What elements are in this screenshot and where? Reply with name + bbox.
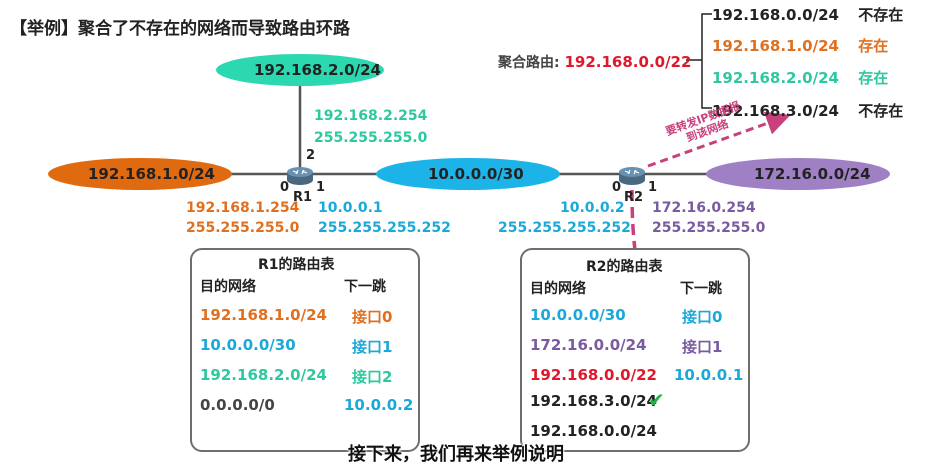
r1-if2-ip: 192.168.2.254 — [314, 108, 428, 124]
r2-row-4-dest: 192.168.0.0/24 — [530, 422, 657, 440]
r1-row-3-dest: 0.0.0.0/0 — [200, 396, 275, 414]
aggregate-item-net: 192.168.2.0/24 — [712, 69, 839, 87]
r1-row-0-next: 接口0 — [352, 308, 393, 326]
r2-if1-ip: 172.16.0.254 — [652, 200, 756, 216]
r1-routing-table — [190, 248, 420, 452]
r1-port-1: 1 — [316, 180, 326, 195]
r1-if1-mask: 255.255.255.252 — [318, 220, 451, 236]
r2-routing-table — [520, 248, 750, 452]
aggregate-bracket — [686, 13, 712, 109]
r1-if2-mask: 255.255.255.0 — [314, 130, 428, 146]
r1-row-2-next: 接口2 — [352, 368, 393, 386]
r2-row-0-next: 接口0 — [682, 308, 723, 326]
r1-row-1-dest: 10.0.0.0/30 — [200, 336, 296, 354]
r2-port-1: 1 — [648, 180, 658, 195]
aggregate-item-net: 192.168.3.0/24 — [712, 102, 839, 120]
r2-port-0: 0 — [612, 180, 622, 195]
r2-name: R2 — [624, 190, 644, 205]
network-192-168-2 — [216, 54, 384, 86]
aggregate-item-status: 不存在 — [858, 102, 904, 120]
router-r1-icon — [287, 167, 313, 185]
r1-port-2: 2 — [306, 148, 316, 163]
network-172 — [706, 158, 890, 190]
r1-row-3-next: 10.0.0.2 — [344, 396, 414, 414]
r1-row-1-next: 接口1 — [352, 338, 393, 356]
aggregate-item-status: 存在 — [858, 37, 889, 55]
aggregate-item-2: 192.168.2.0/24 存在 — [712, 67, 888, 88]
r2-row-2-dest: 192.168.0.0/22 — [530, 366, 657, 384]
r1-if1-ip: 10.0.0.1 — [318, 200, 383, 216]
aggregate-label-text: 聚合路由: — [498, 55, 560, 71]
r1-col-next: 下一跳 — [344, 279, 386, 295]
r2-if1-mask: 255.255.255.0 — [652, 220, 766, 236]
r2-row-0-dest: 10.0.0.0/30 — [530, 306, 626, 324]
network-label-10: 10.0.0.0/30 — [428, 165, 524, 183]
aggregate-item-1: 192.168.1.0/24 存在 — [712, 35, 888, 56]
r1-table-title: R1的路由表 — [258, 257, 335, 273]
network-label-172: 172.16.0.0/24 — [754, 165, 871, 183]
r2-row-3-next: null0 — [694, 393, 725, 406]
r2-col-dest: 目的网络 — [530, 281, 586, 297]
network-192-168-1 — [48, 158, 232, 190]
aggregate-item-status: 不存在 — [858, 6, 904, 24]
r1-name: R1 — [293, 190, 313, 205]
aggregate-item-3: 192.168.3.0/24 不存在 — [712, 100, 903, 121]
r1-row-0-dest: 192.168.1.0/24 — [200, 306, 327, 324]
aggregate-label: 聚合路由: 192.168.0.0/22 — [498, 52, 691, 72]
forward-arrow — [647, 111, 791, 168]
r2-row-3-dest: 192.168.3.0/24 — [530, 392, 657, 410]
r1-if0-ip: 192.168.1.254 — [186, 200, 300, 216]
aggregate-route: 192.168.0.0/22 — [564, 53, 692, 71]
aggregate-item-net: 192.168.0.0/24 — [712, 6, 839, 24]
r1-col-dest: 目的网络 — [200, 279, 256, 295]
r2-row-4-next: null0 — [694, 423, 725, 436]
r1-row-2-dest: 192.168.2.0/24 — [200, 366, 327, 384]
r1-port-0: 0 — [280, 180, 290, 195]
network-10 — [376, 158, 560, 190]
r2-table-title: R2的路由表 — [586, 259, 663, 275]
check-icon: ✔ — [648, 388, 665, 412]
video-caption: 接下来，我们再来举例说明 — [348, 444, 564, 465]
aggregate-item-status: 存在 — [858, 69, 889, 87]
r1-if0-mask: 255.255.255.0 — [186, 220, 300, 236]
r2-row-1-next: 接口1 — [682, 338, 723, 356]
r2-row-2-next: 10.0.0.1 — [674, 366, 744, 384]
page-title: 【举例】聚合了不存在的网络而导致路由环路 — [10, 19, 350, 39]
r2-if0-ip: 10.0.0.2 — [560, 200, 625, 216]
aggregate-item-net: 192.168.1.0/24 — [712, 37, 839, 55]
r2-if0-mask: 255.255.255.252 — [498, 220, 631, 236]
router-r2-icon — [619, 167, 645, 185]
aggregate-item-0: 192.168.0.0/24 不存在 — [712, 4, 903, 25]
r2-row-1-dest: 172.16.0.0/24 — [530, 336, 647, 354]
network-label-192-168-2: 192.168.2.0/24 — [254, 61, 381, 79]
network-label-192-168-1: 192.168.1.0/24 — [88, 165, 215, 183]
r2-col-next: 下一跳 — [680, 281, 722, 297]
